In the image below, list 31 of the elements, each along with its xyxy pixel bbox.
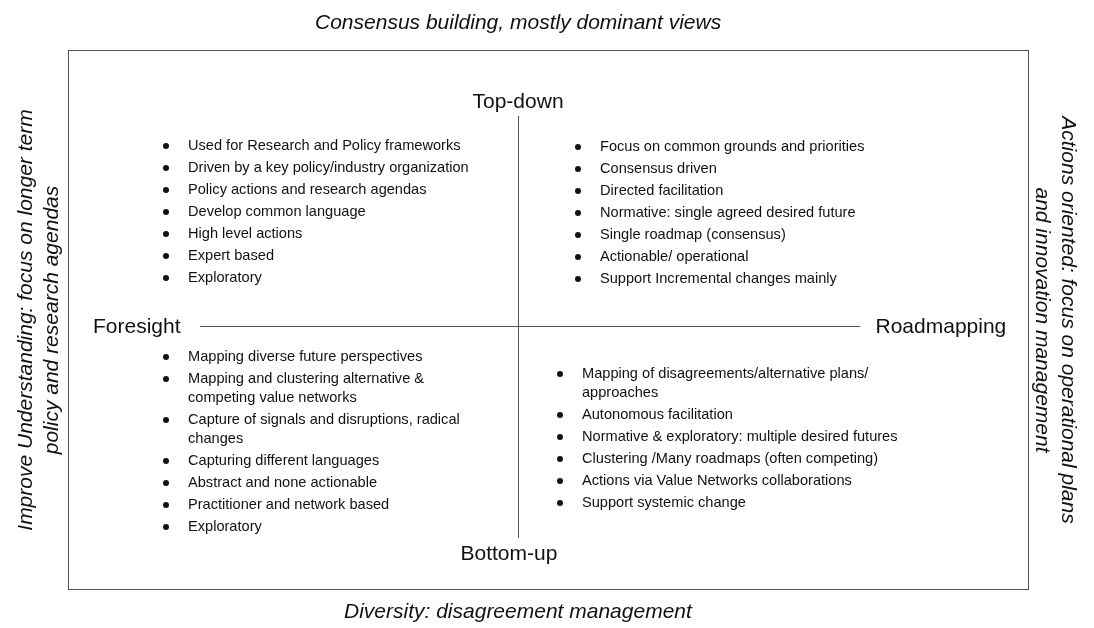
list-item-text: Autonomous facilitation bbox=[582, 405, 734, 424]
axis-caption: Actions oriented: focus on operational plans and innovation management bbox=[1031, 114, 1082, 526]
list-item-text: Expert based bbox=[188, 246, 275, 265]
list-item-text: Capturing different languages bbox=[188, 451, 381, 470]
list-item-text: Normative & exploratory: multiple desired futures bbox=[582, 427, 899, 446]
list-item-text: Consensus driven bbox=[600, 159, 718, 178]
list-item-text: Clustering /Many roadmaps (often competing) bbox=[582, 449, 880, 468]
axis-caption: Improve Understanding: focus on longer term policy and research agendas bbox=[12, 108, 63, 533]
list-item-text: Driven by a key policy/industry organization bbox=[188, 158, 470, 177]
list-item-text: High level actions bbox=[188, 224, 304, 243]
list-item-text: Used for Research and Policy frameworks bbox=[188, 136, 462, 155]
list-item-text: Practitioner and network based bbox=[188, 495, 391, 514]
list-item-text: Support Incremental changes mainly bbox=[600, 269, 838, 288]
list-item-text: Mapping of disagreements/alternative plans/ approaches bbox=[582, 364, 870, 402]
list-item-text: Support systemic change bbox=[582, 493, 747, 512]
list-item-text: Mapping and clustering alternative & competing value networks bbox=[188, 369, 426, 407]
list-item-text: Focus on common grounds and priorities bbox=[600, 137, 866, 156]
list-item-text: Actionable/ operational bbox=[600, 247, 750, 266]
list-item-text: Mapping diverse future perspectives bbox=[188, 347, 424, 366]
axis-caption: Diversity: disagreement management bbox=[344, 599, 692, 623]
list-item-text: Exploratory bbox=[188, 268, 263, 287]
list-item-text: Single roadmap (consensus) bbox=[600, 225, 787, 244]
axis-caption: Consensus building, mostly dominant views bbox=[315, 10, 722, 34]
list-item-text: Policy actions and research agendas bbox=[188, 180, 428, 199]
list-item-text: Directed facilitation bbox=[600, 181, 725, 200]
list-item-text: Develop common language bbox=[188, 202, 367, 221]
list-item-text: Actions via Value Networks collaborations bbox=[582, 471, 853, 490]
list-item-text: Normative: single agreed desired future bbox=[600, 203, 857, 222]
list-item-text: Abstract and none actionable bbox=[188, 473, 379, 492]
list-item-text: Exploratory bbox=[188, 517, 263, 536]
list-item-text: Capture of signals and disruptions, radical changes bbox=[188, 410, 461, 448]
